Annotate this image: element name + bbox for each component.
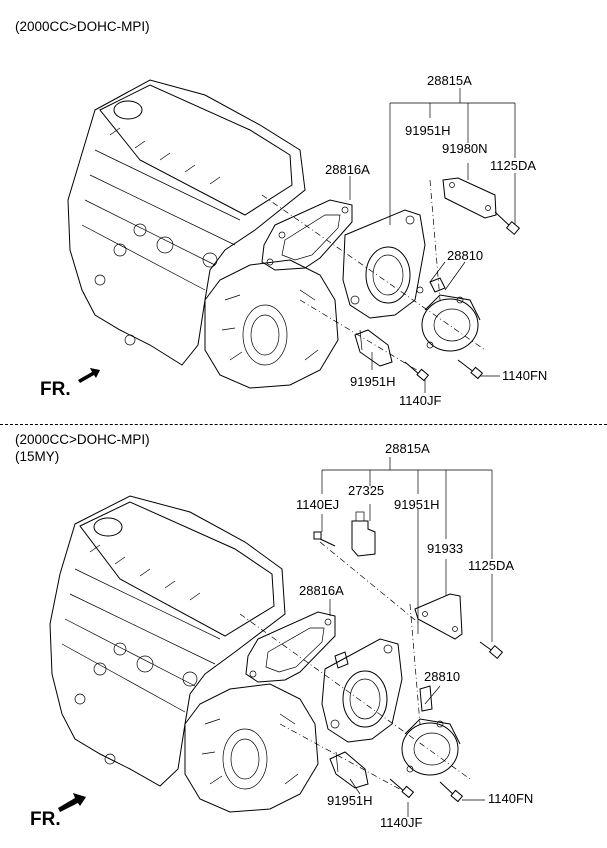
bolt-1140EJ-drawing (313, 531, 336, 547)
part-label-1125DA: 1125DA (468, 558, 515, 573)
bolt-1140FN-drawing (439, 781, 464, 803)
part-label-91951H-lower: 91951H (327, 793, 373, 808)
part-label-1140JF: 1140JF (399, 393, 442, 408)
model-year-caption: (15MY) (15, 449, 60, 464)
section-divider (0, 424, 607, 425)
front-direction-label: FR. (30, 809, 61, 830)
bolt-1140JF-drawing (389, 778, 415, 799)
part-label-28810: 28810 (447, 248, 484, 263)
part-label-1140JF: 1140JF (380, 815, 423, 830)
engine-block-drawing (67, 79, 339, 389)
diagram-section-bottom: (2000CC>DOHC-MPI) (15MY) (0, 424, 607, 848)
part-label-1140EJ: 1140EJ (296, 497, 340, 512)
bracket-91933-drawing (414, 593, 463, 640)
engine-parts-illustration (67, 79, 521, 393)
part-label-91951H: 91951H (405, 123, 451, 138)
part-label-28816A: 28816A (299, 583, 344, 598)
part-label-27325: 27325 (348, 483, 385, 498)
part-label-28815A: 28815A (385, 441, 430, 456)
part-label-91980N: 91980N (442, 141, 488, 156)
pump-housing-drawing (321, 638, 403, 743)
gasket-28816A-drawing (245, 611, 336, 683)
diagram-section-top: (2000CC>DOHC-MPI) (0, 0, 607, 420)
bolt-1125DA-drawing (494, 211, 521, 235)
front-arrow-icon (78, 368, 100, 383)
part-label-28810: 28810 (424, 669, 461, 684)
front-direction-label: FR. (40, 379, 71, 400)
engine-spec-caption: (2000CC>DOHC-MPI) (15, 19, 150, 34)
bracket-91951H-lower-drawing (354, 329, 393, 367)
engine-spec-caption: (2000CC>DOHC-MPI) (15, 432, 150, 447)
part-label-1140FN: 1140FN (488, 791, 534, 806)
vacuum-pump-28810-drawing (421, 261, 481, 352)
sensor-27325-drawing (351, 511, 376, 557)
part-label-91933: 91933 (427, 541, 464, 556)
vacuum-pump-28810-drawing (401, 685, 461, 776)
engine-block-drawing (49, 495, 319, 813)
bracket-91951H-lower-drawing (329, 751, 369, 789)
pump-housing-drawing (342, 209, 426, 319)
part-label-91951H: 91951H (394, 497, 440, 512)
part-label-28815A: 28815A (427, 73, 472, 88)
bolt-1140FN-drawing (457, 359, 484, 380)
part-label-28816A: 28816A (325, 162, 370, 177)
front-arrow-icon (58, 793, 86, 812)
bracket-91980N-drawing (442, 177, 497, 219)
gasket-28816A-drawing (261, 199, 353, 271)
part-label-1125DA: 1125DA (490, 158, 537, 173)
part-label-1140FN: 1140FN (502, 368, 548, 383)
bolt-1125DA-drawing (479, 641, 504, 659)
part-label-91951H-lower: 91951H (350, 374, 396, 389)
engine-parts-illustration (49, 457, 504, 817)
